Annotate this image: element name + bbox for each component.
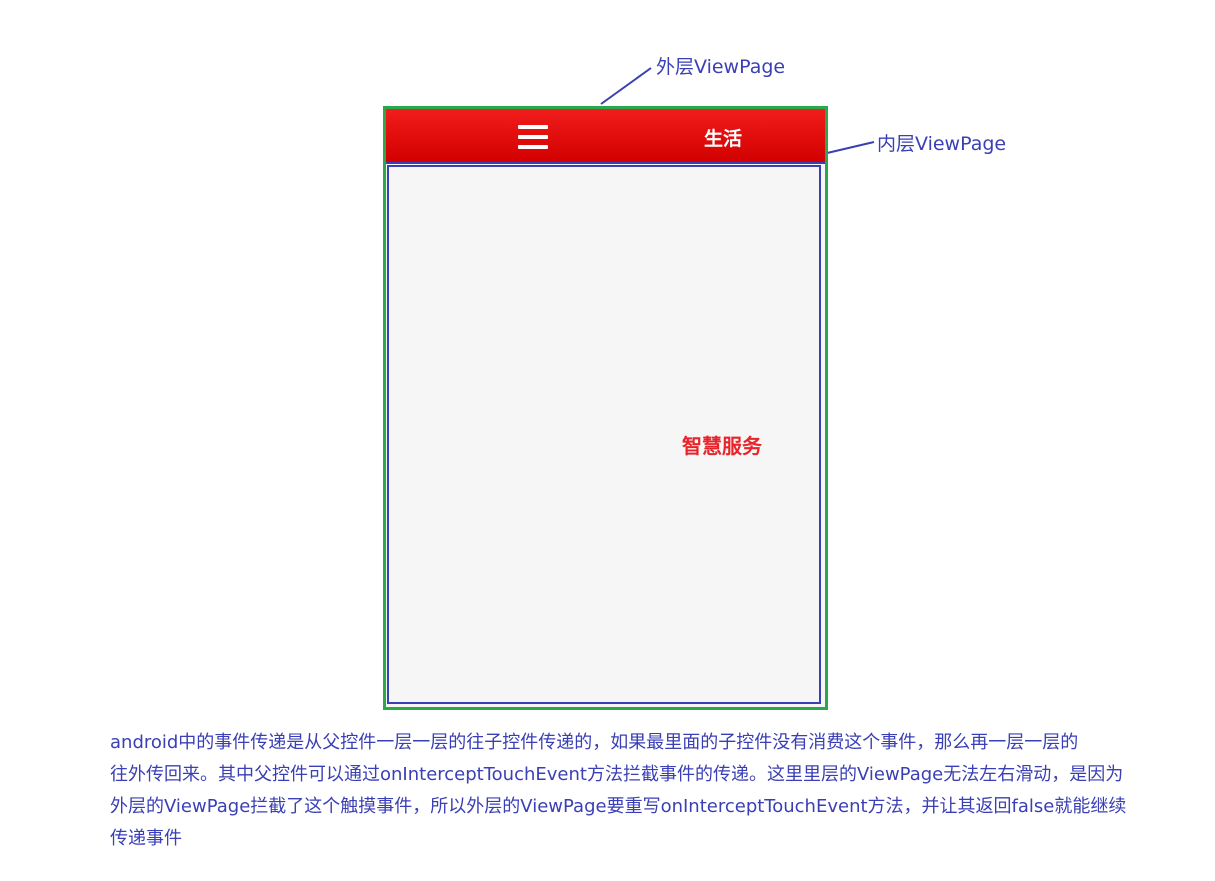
inner-viewpager[interactable]: 智慧服务 [387, 165, 821, 704]
hamburger-menu-icon[interactable] [518, 125, 548, 149]
title-bar: 生活 [386, 109, 825, 164]
explanation-line-1: android中的事件传递是从父控件一层一层的往子控件传递的，如果最里面的子控件… [110, 732, 1079, 753]
inner-viewpager-label: 内层ViewPage [877, 133, 1007, 155]
page-content-text: 智慧服务 [682, 434, 762, 458]
explanation-line-3: 外层的ViewPage拦截了这个触摸事件，所以外层的ViewPage要重写onI… [110, 796, 1127, 817]
phone-screen-outer-viewpager: 生活 智慧服务 [383, 106, 828, 710]
outer-viewpager-label: 外层ViewPage [656, 56, 786, 78]
explanation-line-2: 往外传回来。其中父控件可以通过onInterceptTouchEvent方法拦截… [110, 764, 1124, 785]
explanation-line-4: 传递事件 [110, 828, 182, 849]
outer-pager-leader-line [600, 67, 652, 105]
explanation-paragraph: android中的事件传递是从父控件一层一层的往子控件传递的，如果最里面的子控件… [110, 727, 1150, 855]
page-title: 生活 [704, 128, 743, 150]
